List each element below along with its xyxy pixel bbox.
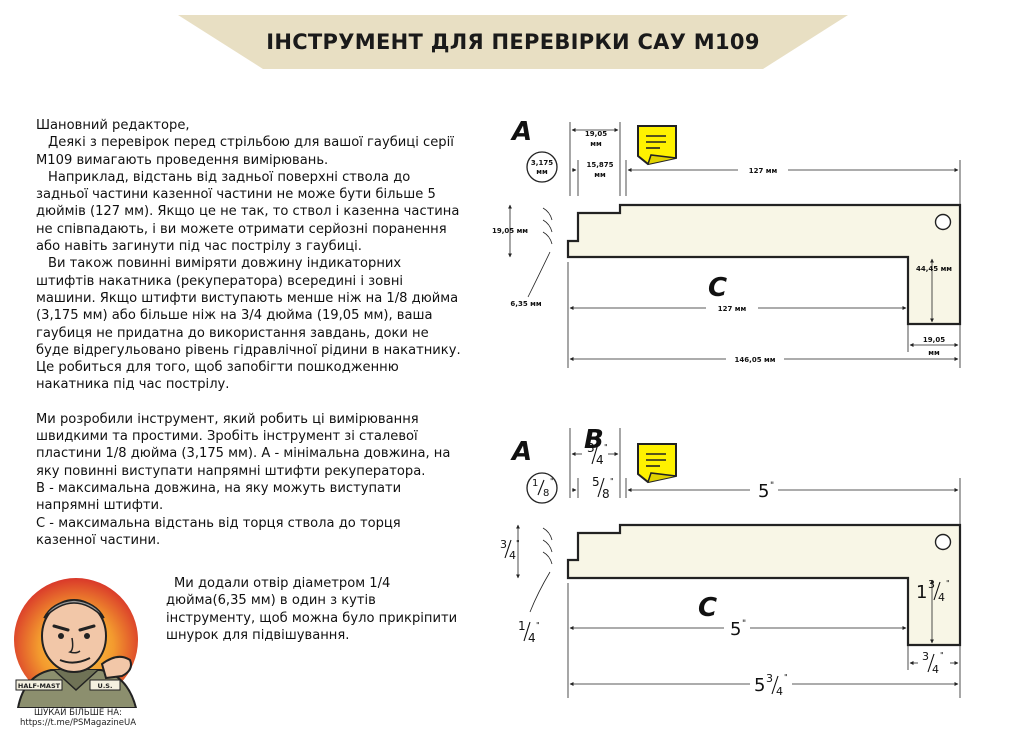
- metric-foot-width-unit: мм: [928, 349, 940, 357]
- imperial-total-whole: 5: [754, 675, 765, 696]
- barrel-paragraph: Наприклад, відстань від задньої поверхні…: [36, 169, 460, 255]
- metric-b-value: 19,05: [585, 130, 607, 138]
- imperial-foot-num: 3: [928, 578, 935, 591]
- metric-foot-height: 44,45 мм: [916, 265, 952, 273]
- imperial-b-inch: ": [604, 443, 608, 452]
- imperial-total-num: 3: [766, 672, 773, 685]
- imperial-total-den: 4: [776, 685, 783, 698]
- metric-foot-width: 19,05: [923, 336, 945, 344]
- hole-paragraph: Ми додали отвір діаметром 1/4 дюйма(6,35…: [166, 576, 458, 643]
- imperial-label-c: C: [698, 593, 717, 623]
- page-title: ІНСТРУМЕНТ ДЛЯ ПЕРЕВІРКИ САУ M109: [266, 30, 760, 54]
- metric-diagram: A 3,175 мм 19,05 мм 15,875 мм 127 мм 19,…: [492, 117, 962, 368]
- hole-note: Ми додали отвір діаметром 1/4 дюйма(6,35…: [166, 575, 466, 644]
- banner-shape: [178, 15, 848, 69]
- imperial-foot-den: 4: [938, 591, 945, 604]
- imperial-foot-w-num: 3: [922, 650, 929, 663]
- tool-paragraph: Ми розробили інструмент, який робить ці …: [36, 411, 451, 479]
- imperial-diagram: A B 1 8 " 3 4 " 5 8 " 5 " 3 4 " 1 4 " C …: [500, 425, 962, 698]
- imperial-pin-inch: ": [610, 477, 614, 486]
- metric-hole-icon: [934, 213, 952, 231]
- name-tape-right: [89, 679, 121, 691]
- metric-tool-plate: [566, 203, 962, 326]
- imperial-foot-whole: 1: [916, 582, 927, 603]
- imperial-c-length: 5: [730, 619, 741, 640]
- imperial-foot-inch: ": [946, 579, 950, 588]
- imperial-tool-plate: [566, 523, 962, 647]
- imperial-foot-w-inch: ": [940, 651, 944, 660]
- metric-a-circle: [526, 151, 558, 183]
- imperial-label-b: B: [584, 425, 604, 455]
- imperial-label-a: A: [510, 437, 532, 467]
- imperial-hole-den: 4: [528, 631, 536, 645]
- imperial-a-den: 8: [543, 488, 549, 499]
- pointing-hand: [100, 655, 132, 680]
- metric-a-unit: мм: [536, 168, 548, 176]
- title-banner: ІНСТРУМЕНТ ДЛЯ ПЕРЕВІРКИ САУ M109: [178, 15, 848, 69]
- metric-top-length: 127 мм: [749, 167, 778, 175]
- imperial-left-inch: ": [516, 539, 520, 548]
- imperial-a-inch: ": [550, 477, 554, 486]
- imperial-hole-num: 1: [518, 619, 526, 633]
- metric-b-unit: мм: [590, 140, 602, 148]
- name-tape-right-text: U.S.: [98, 682, 113, 690]
- imperial-pin-num: 5: [592, 475, 600, 489]
- metric-c-length: 127 мм: [718, 305, 747, 313]
- salutation: Шановний редакторе,: [36, 118, 190, 133]
- imperial-hole-icon: [934, 533, 952, 551]
- imperial-b-num: 3: [587, 441, 595, 455]
- pins-paragraph: Ви також повинні виміряти довжину індика…: [36, 256, 461, 393]
- metric-left-height: 19,05 мм: [492, 227, 528, 235]
- imperial-top-inch: ": [770, 481, 774, 491]
- imperial-b-den: 4: [596, 453, 604, 467]
- metric-pin-value: 15,875: [586, 161, 613, 169]
- metric-total-length: 146,05 мм: [735, 356, 776, 364]
- metric-label-c: C: [708, 273, 727, 303]
- metric-label-a: A: [510, 117, 532, 147]
- article-text: Шановний редакторе, Деякі з перевірок пе…: [36, 117, 461, 549]
- metric-hole-size: 6,35 мм: [510, 300, 541, 308]
- imperial-c-inch: ": [742, 619, 746, 629]
- intro-paragraph: Деякі з перевірок перед стрільбою для ва…: [36, 135, 454, 168]
- imperial-total-inch: ": [784, 673, 788, 682]
- imperial-pin-den: 8: [602, 487, 610, 501]
- b-definition: В - максимальна довжина, на яку можуть в…: [36, 480, 402, 514]
- imperial-foot-w-den: 4: [932, 663, 939, 676]
- imperial-a-circle: [526, 472, 558, 504]
- credits-label: ШУКАЙ БІЛЬШЕ НА:: [34, 708, 122, 718]
- credits: ШУКАЙ БІЛЬШЕ НА: https://t.me/PSMagazine…: [8, 708, 148, 728]
- imperial-a-num: 1: [532, 478, 538, 489]
- imperial-hole-inch: ": [536, 621, 540, 630]
- c-definition: С - максимальна відстань від торця ствол…: [36, 515, 401, 548]
- imperial-top-length: 5: [758, 481, 769, 502]
- metric-pin-unit: мм: [594, 171, 606, 179]
- imperial-left-den: 4: [509, 549, 516, 562]
- mascot-illustration: HALF-MAST U.S.: [14, 578, 138, 708]
- metric-a-value: 3,175: [531, 159, 553, 167]
- imperial-left-num: 3: [500, 538, 507, 551]
- credits-link[interactable]: https://t.me/PSMagazineUA: [19, 718, 137, 728]
- name-tape-left-text: HALF-MAST: [18, 682, 61, 690]
- name-tape-left: [15, 679, 63, 691]
- hair: [43, 599, 105, 619]
